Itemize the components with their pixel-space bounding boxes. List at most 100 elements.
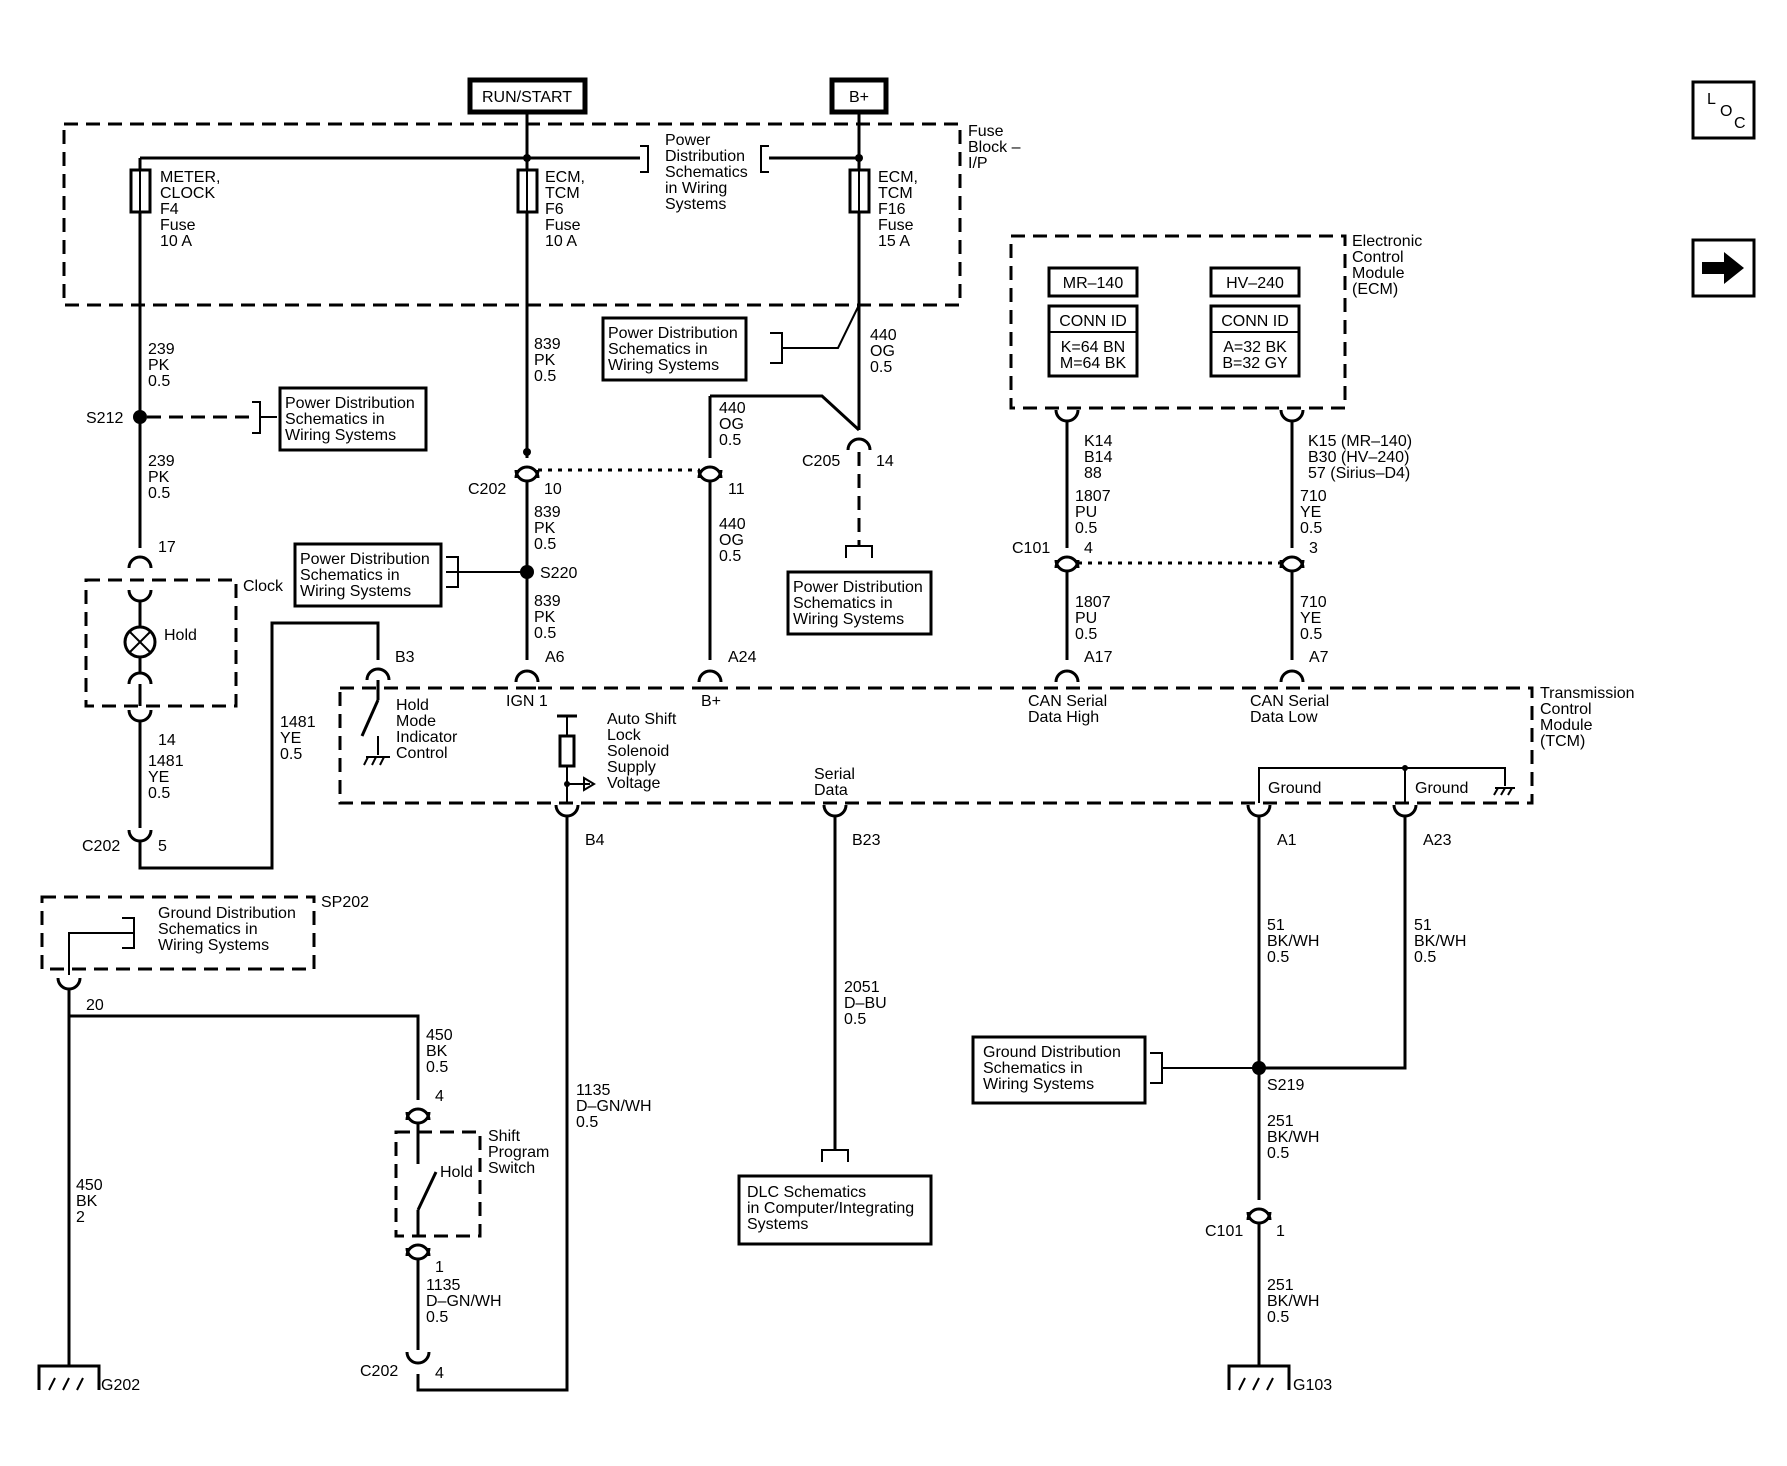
svg-text:51: 51 [1267, 917, 1285, 934]
right-arrow-icon [1702, 252, 1744, 284]
svg-text:PU: PU [1075, 504, 1097, 521]
switch-circuit: B4 1135 D–GN/WH 0.5 [416, 803, 652, 1392]
svg-text:ECM,: ECM, [545, 169, 585, 186]
svg-text:CONN ID: CONN ID [1059, 313, 1127, 330]
svg-text:Control: Control [1352, 249, 1404, 266]
svg-text:Power: Power [665, 132, 711, 149]
svg-text:1: 1 [1276, 1223, 1285, 1240]
battery-source: B+ [829, 77, 889, 115]
svg-text:MR–140: MR–140 [1063, 275, 1124, 292]
svg-text:5: 5 [158, 838, 167, 855]
svg-text:Fuse: Fuse [968, 123, 1004, 140]
svg-text:4: 4 [435, 1365, 444, 1382]
svg-text:Mode: Mode [396, 713, 436, 730]
svg-text:BK/WH: BK/WH [1267, 1293, 1319, 1310]
svg-text:S212: S212 [86, 410, 123, 427]
svg-text:Hold: Hold [164, 627, 197, 644]
svg-text:Hold: Hold [396, 697, 429, 714]
svg-text:IGN 1: IGN 1 [506, 693, 548, 710]
svg-text:440: 440 [719, 400, 746, 417]
svg-text:Control: Control [396, 745, 448, 762]
svg-text:Solenoid: Solenoid [607, 743, 669, 760]
svg-text:Schematics: Schematics [665, 164, 748, 181]
svg-text:10: 10 [544, 481, 562, 498]
svg-text:0.5: 0.5 [426, 1309, 448, 1326]
svg-text:10 A: 10 A [160, 233, 192, 250]
ground-distribution-ref-s219[interactable]: Ground Distribution Schematics in Wiring… [971, 1035, 1147, 1105]
svg-text:C: C [1734, 115, 1746, 132]
svg-text:PK: PK [534, 352, 556, 369]
power-distribution-ref-s220[interactable]: Power Distribution Schematics in Wiring … [293, 542, 443, 608]
svg-text:Ground: Ground [1415, 780, 1468, 797]
svg-text:1481: 1481 [280, 714, 316, 731]
svg-text:METER,: METER, [160, 169, 220, 186]
svg-text:BK/WH: BK/WH [1414, 933, 1466, 950]
svg-text:1481: 1481 [148, 753, 184, 770]
svg-text:0.5: 0.5 [148, 485, 170, 502]
svg-text:239: 239 [148, 341, 175, 358]
next-page-button[interactable] [1691, 238, 1756, 298]
svg-text:Wiring Systems: Wiring Systems [300, 583, 411, 600]
svg-text:M=64 BK: M=64 BK [1060, 355, 1127, 372]
svg-text:CONN ID: CONN ID [1221, 313, 1289, 330]
svg-text:1135: 1135 [576, 1082, 611, 1099]
svg-text:Systems: Systems [665, 196, 726, 213]
svg-text:Hold: Hold [440, 1164, 473, 1181]
svg-text:BK/WH: BK/WH [1267, 1129, 1319, 1146]
ground-g202-icon [37, 1364, 101, 1391]
svg-text:710: 710 [1300, 594, 1327, 611]
svg-text:0.5: 0.5 [1414, 949, 1436, 966]
ground-circuit: A1 51 BK/WH 0.5 A23 51 BK/WH 0.5 S219 25… [1150, 803, 1466, 1394]
power-distribution-ref-c205[interactable]: Power Distribution Schematics in Wiring … [786, 570, 933, 636]
svg-text:B=32 GY: B=32 GY [1222, 355, 1288, 372]
svg-text:4: 4 [435, 1088, 444, 1105]
svg-text:OG: OG [870, 343, 895, 360]
svg-text:PK: PK [534, 520, 556, 537]
svg-text:2: 2 [76, 1209, 85, 1226]
svg-text:Power Distribution: Power Distribution [300, 551, 430, 568]
dlc-ref[interactable]: DLC Schematics in Computer/Integrating S… [737, 1174, 933, 1246]
svg-text:0.5: 0.5 [1075, 520, 1097, 537]
ecm-module: Electronic Control Module (ECM) MR–140 C… [1009, 233, 1422, 410]
svg-text:3: 3 [1309, 540, 1318, 557]
svg-text:Electronic: Electronic [1352, 233, 1422, 250]
svg-text:Fuse: Fuse [160, 217, 196, 234]
svg-text:Serial: Serial [814, 766, 855, 783]
svg-text:Data: Data [814, 782, 848, 799]
clock-circuit: 239 PK 0.5 S212 239 PK 0.5 17 Clock Hold… [82, 212, 380, 870]
svg-text:0.5: 0.5 [870, 359, 892, 376]
svg-text:DLC Schematics: DLC Schematics [747, 1184, 866, 1201]
power-distribution-ref-f16[interactable]: Power Distribution Schematics in Wiring … [601, 316, 748, 382]
svg-text:0.5: 0.5 [534, 625, 556, 642]
loc-button[interactable]: L O C [1691, 80, 1756, 140]
svg-text:CAN Serial: CAN Serial [1250, 693, 1329, 710]
svg-text:B30 (HV–240): B30 (HV–240) [1308, 449, 1409, 466]
svg-text:C202: C202 [360, 1363, 398, 1380]
svg-text:S219: S219 [1267, 1077, 1304, 1094]
svg-text:0.5: 0.5 [719, 548, 741, 565]
svg-text:SP202: SP202 [321, 894, 369, 911]
svg-text:K14: K14 [1084, 433, 1113, 450]
svg-text:0.5: 0.5 [1300, 520, 1322, 537]
svg-text:OG: OG [719, 532, 744, 549]
can-low-circuit: K15 (MR–140) B30 (HV–240) 57 (Sirius–D4)… [1279, 408, 1412, 684]
svg-text:0.5: 0.5 [534, 368, 556, 385]
svg-text:PU: PU [1075, 610, 1097, 627]
svg-text:440: 440 [719, 516, 746, 533]
svg-text:1807: 1807 [1075, 594, 1111, 611]
svg-text:B+: B+ [701, 693, 721, 710]
svg-text:Wiring Systems: Wiring Systems [983, 1076, 1094, 1093]
svg-text:2051: 2051 [844, 979, 880, 996]
svg-text:C202: C202 [468, 481, 506, 498]
power-distribution-ref-s212[interactable]: Power Distribution Schematics in Wiring … [278, 386, 428, 452]
svg-text:Schematics in: Schematics in [300, 567, 400, 584]
tcm-module: Transmission Control Module (TCM) B3 Hol… [338, 649, 1635, 805]
svg-text:0.5: 0.5 [1267, 1145, 1289, 1162]
svg-text:Power Distribution: Power Distribution [608, 325, 738, 342]
svg-text:839: 839 [534, 593, 561, 610]
svg-text:Systems: Systems [747, 1216, 808, 1233]
svg-text:839: 839 [534, 336, 561, 353]
svg-text:YE: YE [1300, 610, 1321, 627]
svg-text:O: O [1720, 103, 1732, 120]
svg-text:YE: YE [148, 769, 169, 786]
